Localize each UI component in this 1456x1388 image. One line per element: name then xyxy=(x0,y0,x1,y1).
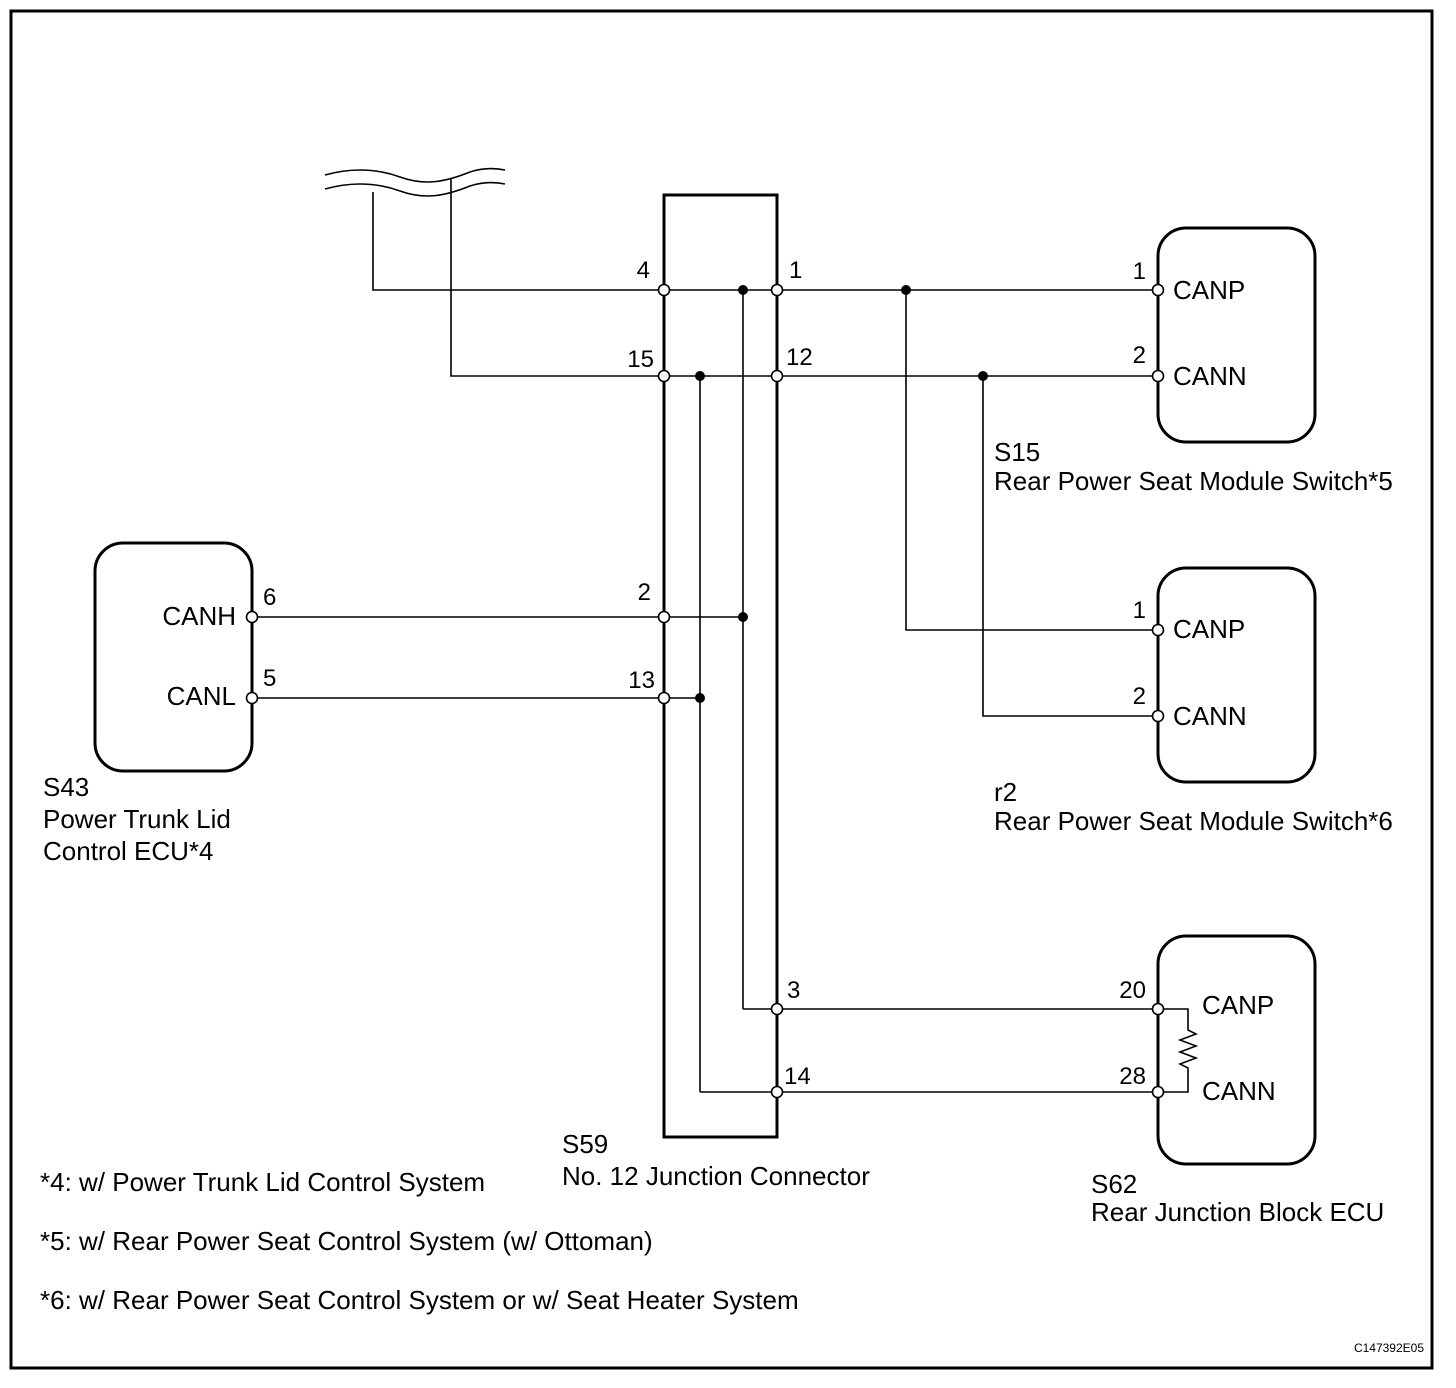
r2-signal-cann: CANN xyxy=(1173,701,1247,731)
s15-code: S15 xyxy=(994,437,1040,467)
s59-pin-1: 1 xyxy=(789,257,802,284)
terminals xyxy=(245,283,1165,1099)
r2-pin-2: 2 xyxy=(1133,683,1146,710)
r2-box xyxy=(1156,566,1317,784)
s59-pin-2: 2 xyxy=(638,579,651,606)
s59-pin-12: 12 xyxy=(786,344,813,371)
s43-pin-6: 6 xyxy=(263,584,276,611)
note-4: *4: w/ Power Trunk Lid Control System xyxy=(40,1167,485,1197)
s59-pin-15: 15 xyxy=(627,346,654,373)
s15-pin-2: 2 xyxy=(1133,342,1146,369)
s62-code: S62 xyxy=(1091,1169,1137,1199)
s59-pin-3: 3 xyxy=(787,977,800,1004)
diagram-frame xyxy=(9,9,1434,1370)
s15-signal-canp: CANP xyxy=(1173,275,1245,305)
wire-break-symbol xyxy=(324,167,506,197)
s59-name: No. 12 Junction Connector xyxy=(562,1161,870,1191)
s15-pin-1: 1 xyxy=(1133,258,1146,285)
s59-pin-4: 4 xyxy=(637,257,650,284)
s43-name-line1: Power Trunk Lid xyxy=(43,804,231,834)
s59-pin-13: 13 xyxy=(628,667,655,694)
s15-name: Rear Power Seat Module Switch*5 xyxy=(994,466,1393,496)
s62-signal-cann: CANN xyxy=(1202,1076,1276,1106)
s43-pin-5: 5 xyxy=(263,665,276,692)
s43-signal-canh: CANH xyxy=(162,601,236,631)
s62-pin-28: 28 xyxy=(1119,1063,1146,1090)
s62-signal-canp: CANP xyxy=(1202,990,1274,1020)
s43-name-line2: Control ECU*4 xyxy=(43,836,214,866)
r2-signal-canp: CANP xyxy=(1173,614,1245,644)
splice-dots xyxy=(695,285,988,703)
r2-pin-1: 1 xyxy=(1133,597,1146,624)
r2-name: Rear Power Seat Module Switch*6 xyxy=(994,806,1393,836)
s43-code: S43 xyxy=(43,772,89,802)
s62-name: Rear Junction Block ECU xyxy=(1091,1197,1384,1227)
s62-box xyxy=(1156,934,1317,1166)
s15-box xyxy=(1156,226,1317,444)
s62-pin-20: 20 xyxy=(1119,977,1146,1004)
s43-box xyxy=(93,541,254,773)
s43-signal-canl: CANL xyxy=(167,681,236,711)
s15-signal-cann: CANN xyxy=(1173,361,1247,391)
note-6: *6: w/ Rear Power Seat Control System or… xyxy=(40,1285,799,1315)
wire-canp-upper xyxy=(372,192,664,291)
note-5: *5: w/ Rear Power Seat Control System (w… xyxy=(40,1226,653,1256)
wire-cann-upper xyxy=(450,178,664,377)
s59-code: S59 xyxy=(562,1129,608,1159)
diagram-code: C147392E05 xyxy=(1354,1341,1424,1355)
r2-code: r2 xyxy=(994,777,1017,807)
s59-junction-box xyxy=(662,193,779,1139)
s59-pin-14: 14 xyxy=(784,1063,811,1090)
